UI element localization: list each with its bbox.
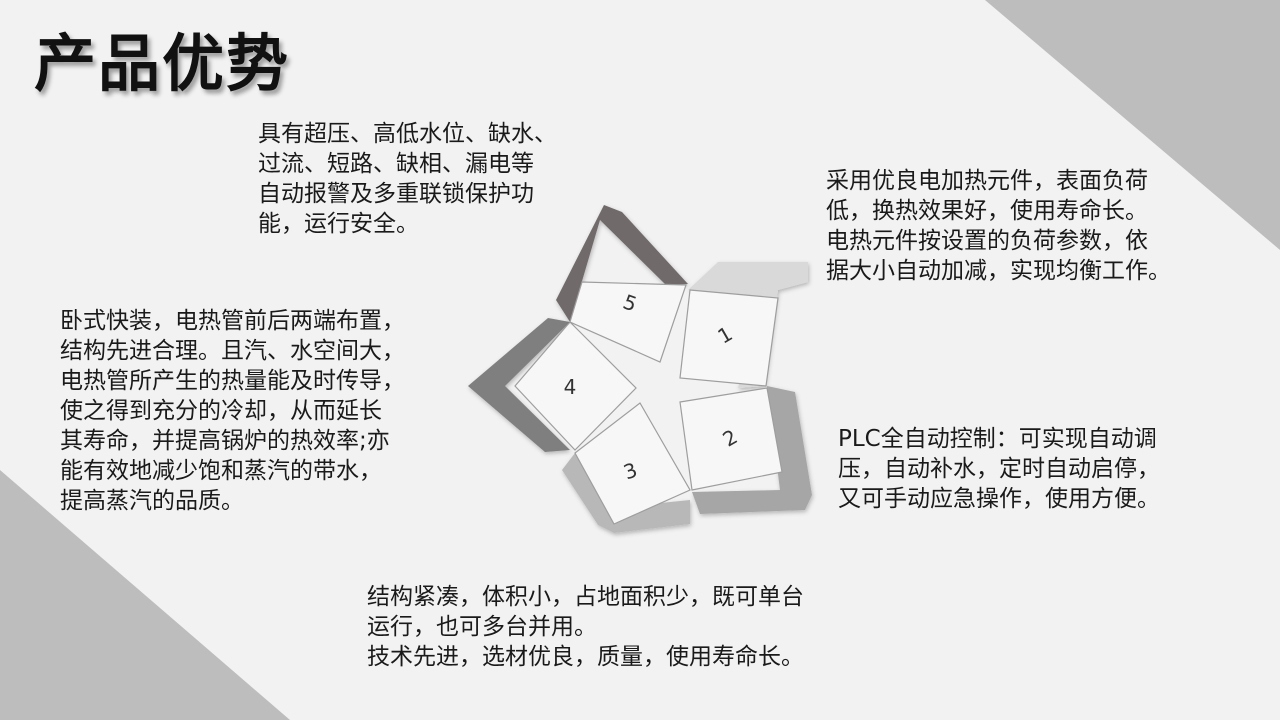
text-line: 结构先进合理。且汽、水空间大， bbox=[60, 338, 405, 364]
text-line: PLC全自动控制：可实现自动调 bbox=[838, 426, 1157, 452]
text-line: 低，换热效果好，使用寿命长。 bbox=[826, 198, 1148, 224]
text-line: 压，自动补水，定时自动启停， bbox=[838, 456, 1160, 482]
text-line: 卧式快装，电热管前后两端布置， bbox=[60, 308, 405, 334]
feature-text-2: PLC全自动控制：可实现自动调 压，自动补水，定时自动启停， 又可手动应急操作，… bbox=[838, 424, 1160, 514]
text-line: 能，运行安全。 bbox=[258, 211, 419, 237]
bottom-left-triangle bbox=[0, 470, 290, 720]
petal-number-4: 4 bbox=[564, 375, 577, 399]
feature-text-1: 采用优良电加热元件，表面负荷 低，换热效果好，使用寿命长。 电热元件按设置的负荷… bbox=[826, 166, 1171, 286]
text-line: 据大小自动加减，实现均衡工作。 bbox=[826, 258, 1171, 284]
text-line: 技术先进，选材优良，质量，使用寿命长。 bbox=[367, 644, 804, 670]
feature-text-5: 具有超压、高低水位、缺水、 过流、短路、缺相、漏电等 自动报警及多重联锁保护功 … bbox=[258, 119, 557, 239]
text-line: 运行，也可多台并用。 bbox=[367, 614, 597, 640]
text-line: 其寿命，并提高锅炉的热效率;亦 bbox=[60, 428, 390, 454]
text-line: 又可手动应急操作，使用方便。 bbox=[838, 486, 1160, 512]
petal-1 bbox=[679, 262, 808, 388]
petal-2 bbox=[679, 386, 812, 514]
text-line: 提高蒸汽的品质。 bbox=[60, 488, 244, 514]
text-line: 具有超压、高低水位、缺水、 bbox=[258, 121, 557, 147]
page-title: 产品优势 bbox=[34, 27, 291, 100]
petal-3 bbox=[562, 402, 691, 533]
text-line: 能有效地减少饱和蒸汽的带水， bbox=[60, 458, 382, 484]
five-petal-diagram: 1 2 3 4 5 bbox=[468, 205, 812, 533]
text-line: 结构紧凑，体积小，占地面积少，既可单台 bbox=[367, 584, 804, 610]
top-right-triangle bbox=[985, 0, 1280, 250]
text-line: 自动报警及多重联锁保护功 bbox=[258, 181, 534, 207]
text-line: 采用优良电加热元件，表面负荷 bbox=[826, 168, 1148, 194]
petal-5 bbox=[556, 205, 688, 363]
text-line: 使之得到充分的冷却，从而延长 bbox=[60, 398, 382, 424]
feature-text-3: 结构紧凑，体积小，占地面积少，既可单台 运行，也可多台并用。 技术先进，选材优良… bbox=[367, 582, 804, 672]
text-line: 过流、短路、缺相、漏电等 bbox=[258, 151, 534, 177]
petal-4 bbox=[468, 318, 637, 452]
feature-text-4: 卧式快装，电热管前后两端布置， 结构先进合理。且汽、水空间大， 电热管所产生的热… bbox=[60, 306, 405, 516]
text-line: 电热元件按设置的负荷参数，依 bbox=[826, 228, 1148, 254]
text-line: 电热管所产生的热量能及时传导， bbox=[60, 368, 405, 394]
